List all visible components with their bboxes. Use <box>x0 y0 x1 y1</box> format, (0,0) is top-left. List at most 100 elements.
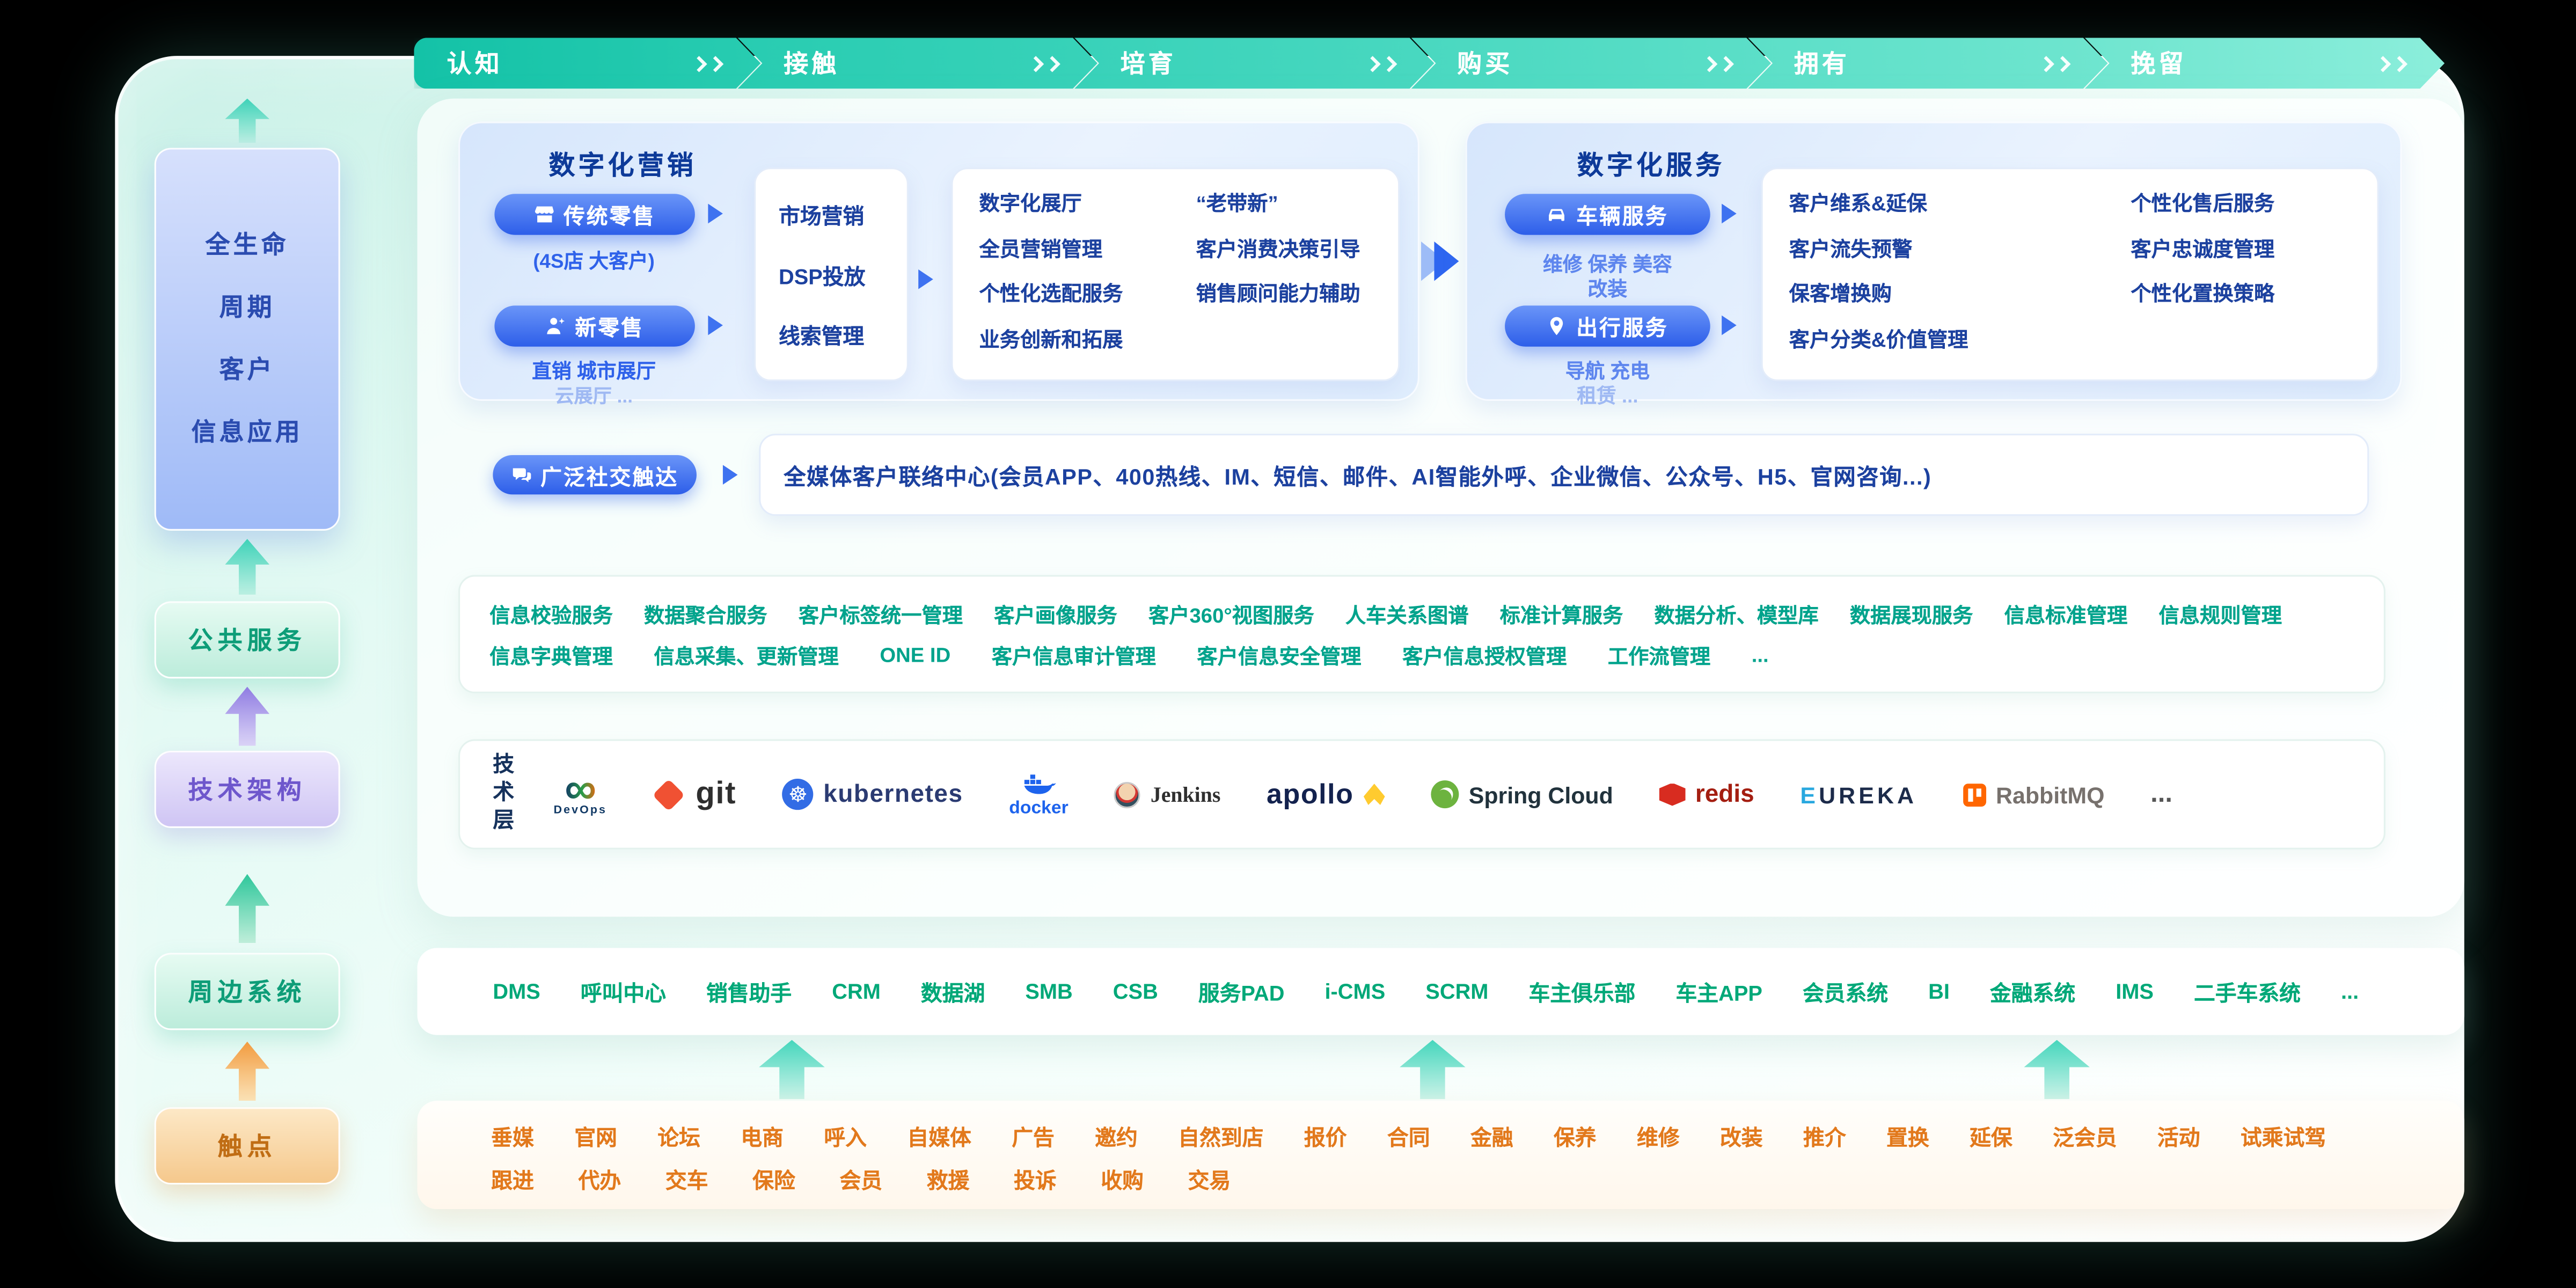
public-service-item: 工作流管理 <box>1607 646 1711 669</box>
peripheral-system-item: 呼叫中心 <box>580 980 667 1006</box>
peripheral-system-item: i-CMS <box>1324 979 1386 1004</box>
jenkins-butler-icon <box>1114 781 1141 808</box>
capability-item: 全员营销管理 <box>979 237 1103 261</box>
redis-logo: redis <box>1659 780 1754 808</box>
up-arrow-icon <box>225 686 270 746</box>
touchpoint-item: 维修 <box>1636 1125 1680 1150</box>
chat-bubbles-icon <box>513 467 531 482</box>
sidebar-public-services-box: 公共服务 <box>154 601 340 679</box>
public-service-item: 数据分析、模型库 <box>1654 604 1819 628</box>
vehicle-service-button: 车辆服务 <box>1505 194 1710 235</box>
peripheral-system-item: ... <box>2341 979 2359 1004</box>
flow-arrow-right-icon <box>1421 238 1464 284</box>
redis-icon <box>1659 782 1686 806</box>
touchpoint-item: 论坛 <box>657 1125 700 1150</box>
up-arrow-icon <box>1400 1040 1466 1099</box>
eureka-logo-text: EUREKA <box>1800 781 1918 808</box>
social-reach-button: 广泛社交触达 <box>493 455 697 495</box>
lifecycle-stage-label: 挽留 <box>2131 50 2187 79</box>
person-star-icon <box>547 318 565 334</box>
new-retail-label: 新零售 <box>575 315 644 340</box>
up-arrow-icon <box>759 1040 825 1099</box>
public-service-item: ONE ID <box>880 643 951 667</box>
peripheral-system-item: CSB <box>1113 979 1158 1004</box>
tech-logos: ∞ DevOps git kubernetes docker <box>553 763 2354 817</box>
chevron-right-icon <box>693 57 721 69</box>
touchpoints-row-2: 跟进代办交车保险会员救援投诉收购交易 <box>491 1163 2326 1194</box>
capability-item: 客户分类&价值管理 <box>1789 327 1968 351</box>
rabbitmq-logo: RabbitMQ <box>1963 781 2104 808</box>
main-container: 认知 接触 培育 购买 拥有 挽留 全生命 周期 客户 信息应用 公共服务 <box>115 56 2464 1242</box>
travel-service-sub-2: 租赁 ... <box>1577 384 1638 408</box>
git-logo: git <box>653 776 736 812</box>
touchpoint-item: 呼入 <box>824 1125 867 1150</box>
lifecycle-stage: 接触 <box>737 38 1097 89</box>
apollo-icon <box>1363 784 1385 805</box>
touchpoint-item: 泛会员 <box>2053 1125 2117 1150</box>
public-service-item: 客户画像服务 <box>994 604 1117 628</box>
capability-item: 客户维系&延保 <box>1789 192 1927 216</box>
apollo-logo: apollo <box>1267 778 1385 810</box>
devops-logo-text: DevOps <box>553 804 608 816</box>
peripheral-system-item: BI <box>1928 979 1950 1004</box>
touchpoint-item: 交易 <box>1188 1168 1231 1193</box>
chevron-right-icon <box>2040 57 2068 69</box>
marketing-capabilities-col1: 数字化展厅全员营销管理个性化选配服务业务创新和拓展 <box>979 192 1196 379</box>
arrow-right-icon <box>722 465 738 485</box>
up-arrow-icon <box>225 539 270 595</box>
capability-item: 保客增换购 <box>1789 282 1892 306</box>
arrow-right-icon <box>708 203 723 224</box>
touchpoint-item: 电商 <box>741 1125 784 1150</box>
devops-infinity-icon: ∞ <box>564 763 596 813</box>
public-service-item: 信息采集、更新管理 <box>654 646 839 669</box>
vehicle-service-sub-2: 改装 <box>1587 277 1628 301</box>
contact-center-box: 全媒体客户联络中心(会员APP、400热线、IM、短信、邮件、AI智能外呼、企业… <box>759 434 2369 516</box>
touchpoint-item: 官网 <box>574 1125 617 1150</box>
rabbitmq-icon <box>1963 782 1986 806</box>
capability-item: 个性化选配服务 <box>979 282 1123 306</box>
lifecycle-stage-label: 购买 <box>1457 50 1513 79</box>
chevron-right-icon <box>1367 57 1395 69</box>
public-service-item: 数据展现服务 <box>1849 604 1973 628</box>
touchpoint-item: 保养 <box>1553 1125 1597 1150</box>
lifecycle-stage: 拥有 <box>1748 38 2107 89</box>
traditional-retail-sub: (4S店 大客户) <box>533 250 655 273</box>
chevron-right-icon <box>1030 57 1058 69</box>
new-retail-button: 新零售 <box>494 305 695 347</box>
funnel-item: DSP投放 <box>779 264 866 289</box>
marketing-capabilities-col2: “老带新”客户消费决策引导销售顾问能力辅助 <box>1196 192 1360 379</box>
lifecycle-stage-label: 认知 <box>447 50 503 79</box>
lifecycle-stage: 购买 <box>1411 38 1771 89</box>
touchpoints-row-1: 垂媒官网论坛电商呼入自媒体广告邀约自然到店报价合同金融保养维修改装推介置换延保泛… <box>491 1121 2326 1152</box>
up-arrow-icon <box>2024 1040 2090 1099</box>
arrow-right-icon <box>1722 203 1737 224</box>
services-capabilities-col1: 客户维系&延保客户流失预警保客增换购客户分类&价值管理 <box>1789 192 2131 379</box>
capability-item: 业务创新和拓展 <box>979 327 1123 351</box>
vehicle-service-sub-1: 维修 保养 美容 <box>1542 253 1672 276</box>
car-icon <box>1549 209 1565 221</box>
touchpoint-item: 合同 <box>1387 1125 1430 1150</box>
touchpoints-panel: 垂媒官网论坛电商呼入自媒体广告邀约自然到店报价合同金融保养维修改装推介置换延保泛… <box>417 1101 2464 1210</box>
digital-marketing-panel: 数字化营销 传统零售 (4S店 大客户) 新零售 直销 城市展厅 云展厅 ...… <box>458 121 1419 407</box>
marketing-capabilities-box: 数字化展厅全员营销管理个性化选配服务业务创新和拓展 “老带新”客户消费决策引导销… <box>951 167 1400 382</box>
kubernetes-helm-icon <box>782 779 814 810</box>
sidebar-touchpoints-box: 触点 <box>154 1107 340 1185</box>
touchpoint-item: 推介 <box>1803 1125 1846 1150</box>
jenkins-logo: Jenkins <box>1114 781 1220 808</box>
peripheral-system-item: 车主APP <box>1675 980 1762 1006</box>
kubernetes-logo: kubernetes <box>782 779 963 810</box>
public-service-item: 标准计算服务 <box>1499 604 1623 628</box>
public-service-item: 信息标准管理 <box>2004 604 2128 628</box>
spring-cloud-logo-text: Spring Cloud <box>1468 781 1613 808</box>
touchpoint-item: 保险 <box>752 1168 795 1193</box>
capability-item: 数字化展厅 <box>979 192 1082 216</box>
services-capabilities-box: 客户维系&延保客户流失预警保客增换购客户分类&价值管理 个性化售后服务客户忠诚度… <box>1761 167 2379 382</box>
travel-service-button: 出行服务 <box>1505 305 1710 347</box>
arrow-right-icon <box>918 269 933 289</box>
touchpoint-item: 试乘试驾 <box>2240 1125 2326 1150</box>
touchpoint-item: 延保 <box>1970 1125 2012 1150</box>
git-logo-text: git <box>696 776 737 811</box>
